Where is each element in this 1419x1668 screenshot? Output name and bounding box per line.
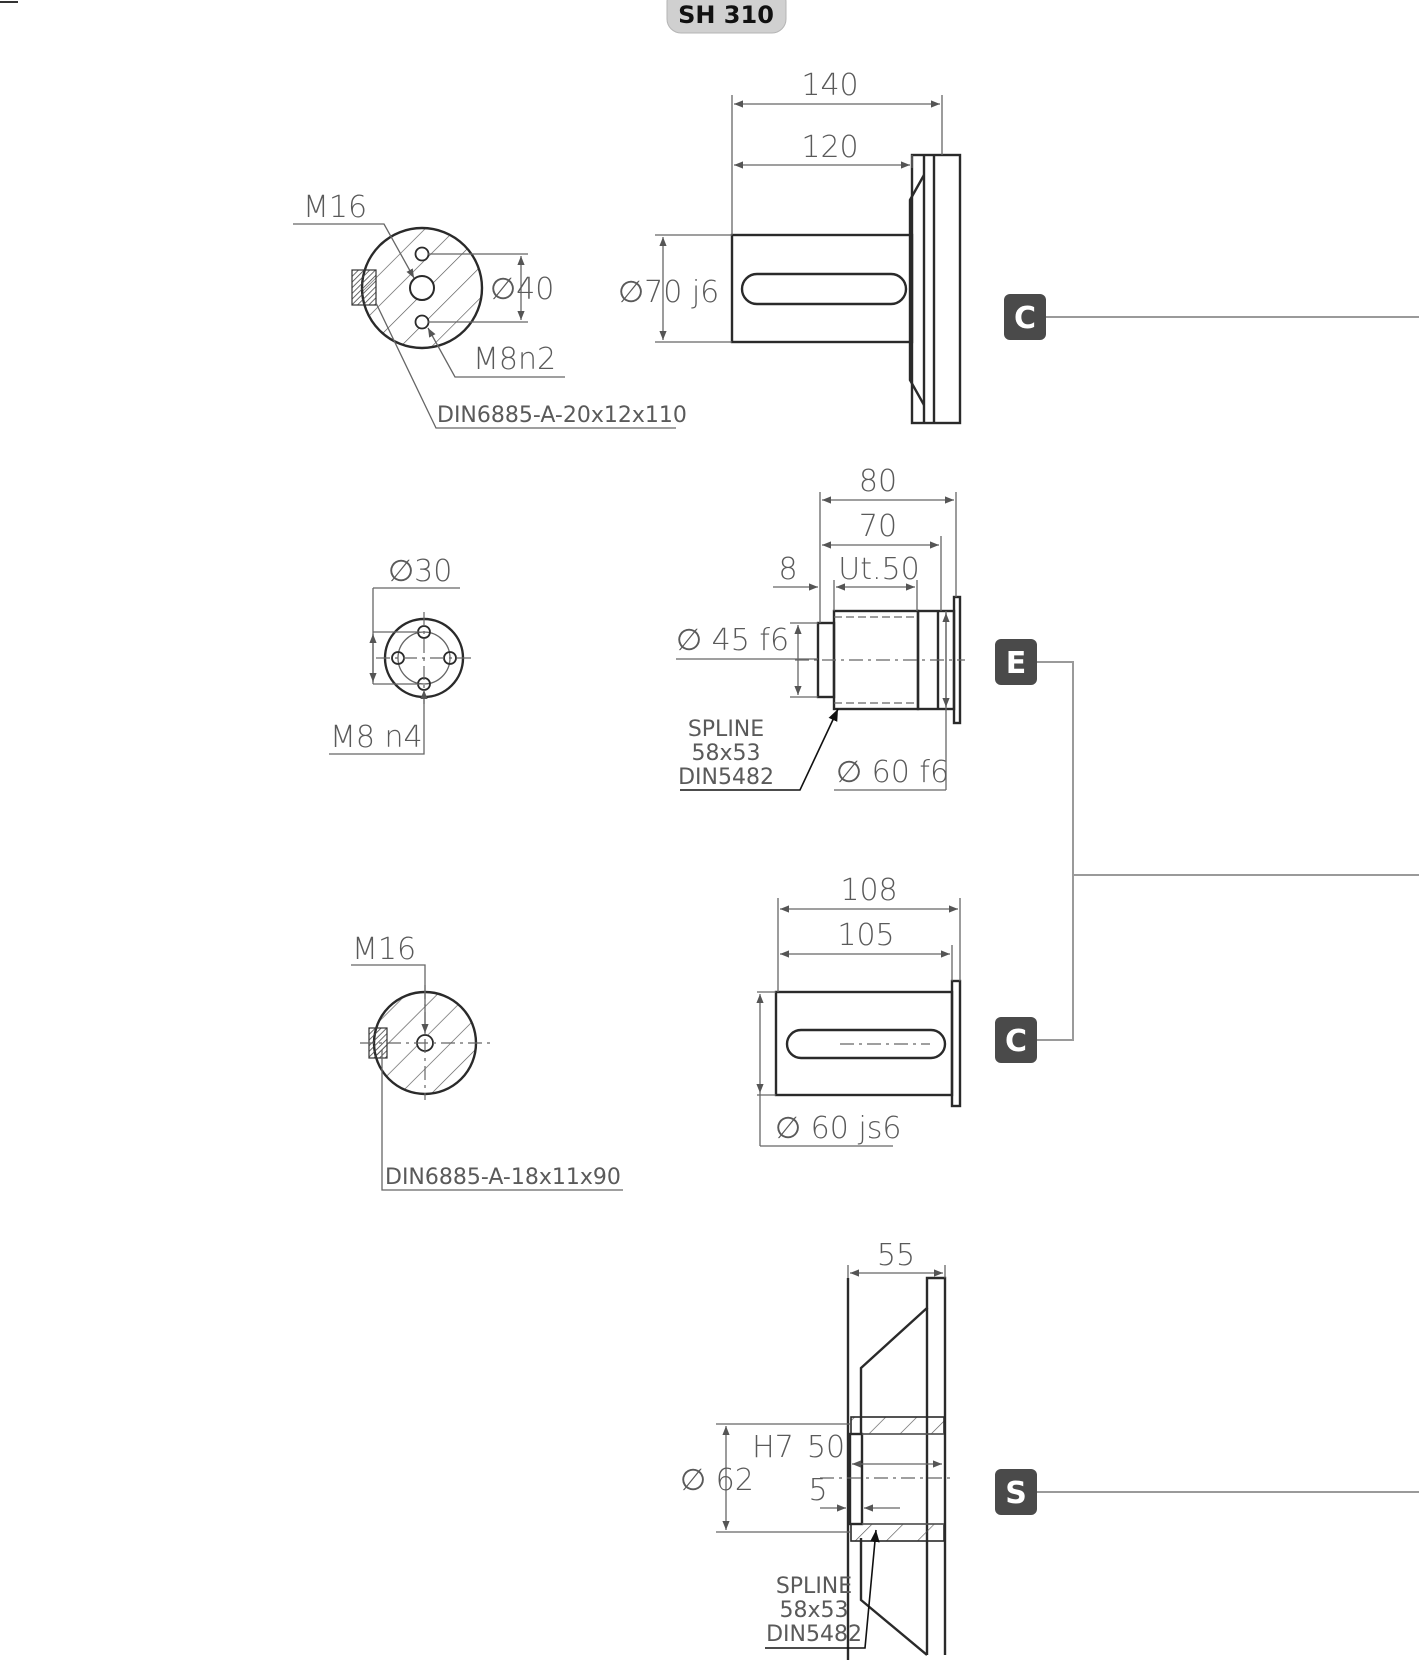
e-spline-line1: SPLINE [688, 717, 764, 742]
shaft-c2-side-view: 108 105 ∅ 60 js6 [756, 873, 962, 1147]
e-dim-8: 8 [778, 552, 797, 587]
shaft-c1-flange [910, 153, 962, 425]
e-dia-45-label: ∅ 45 f6 [676, 623, 789, 658]
c1-holes-label: M8n2 [473, 342, 556, 377]
c2-dim-105: 105 [837, 918, 894, 953]
badge-s-label: S [1005, 1476, 1027, 1511]
c2-dia-label: ∅ 60 js6 [775, 1111, 901, 1146]
s-spline-line2: 58x53 [779, 1598, 848, 1623]
e-spline-line2: 58x53 [691, 741, 760, 766]
s-bore-wall-top [850, 1416, 945, 1435]
e-dim-80: 80 [859, 464, 897, 499]
shaft-c1-body [730, 233, 914, 344]
c2-thread-label: M16 [352, 932, 416, 967]
s-dia-label: ∅ 62 [680, 1463, 754, 1498]
s-dim-50: 50 [807, 1430, 845, 1465]
badge-c-middle[interactable]: C [995, 1017, 1037, 1063]
shaft-e-side-view: 80 70 8 Ut.50 ∅ 45 f6 ∅ 60 f6 SPLINE 58x… [676, 464, 965, 791]
shaft-c1-end-view: M16 ∅40 M8n2 DIN6885-A-20x12x110 [293, 190, 687, 429]
s-bore-recess [848, 1432, 864, 1526]
badge-c-middle-label: C [1005, 1024, 1027, 1059]
badge-s[interactable]: S [995, 1469, 1037, 1515]
c1-key-label: DIN6885-A-20x12x110 [437, 403, 687, 428]
thread-hole-bottom [414, 314, 430, 330]
shaft-e-end-view: ∅30 M8 n4 [329, 554, 472, 755]
badge-e[interactable]: E [995, 639, 1037, 685]
e-spline-line3: DIN5482 [678, 765, 774, 790]
s-spline-line1: SPLINE [776, 1574, 852, 1599]
c2-dim-108: 108 [840, 873, 897, 908]
c1-dia-label: ∅70 j6 [618, 275, 719, 310]
e-ut-label: Ut.50 [838, 552, 919, 587]
title-text: SH 310 [678, 1, 774, 29]
e-holes-label: M8 n4 [330, 720, 423, 755]
title-tab: SH 310 [666, 0, 787, 34]
badge-e-label: E [1006, 646, 1027, 681]
shaft-c2-flange [950, 979, 962, 1108]
s-tolerance-label: H7 [752, 1430, 794, 1465]
badge-c-top-label: C [1014, 301, 1036, 336]
c1-thread-label: M16 [303, 190, 367, 225]
c1-dim-140: 140 [801, 68, 858, 103]
center-hole [409, 275, 435, 301]
c1-hole-dia-label: ∅40 [490, 272, 554, 307]
c2-key-label: DIN6885-A-18x11x90 [385, 1165, 621, 1190]
badge-c-top[interactable]: C [1004, 294, 1046, 340]
s-bore-wall-bottom [850, 1523, 945, 1542]
s-dim-5: 5 [808, 1473, 827, 1508]
e-dia-60-label: ∅ 60 f6 [836, 755, 949, 790]
key-section [351, 269, 377, 306]
thread-hole-top [414, 246, 430, 262]
shaft-c1-side-view: 140 120 ∅70 j6 [618, 68, 962, 425]
s-dim-55: 55 [877, 1238, 915, 1273]
e-hole-dia-label: ∅30 [388, 554, 452, 589]
shaft-c2-keyway [785, 1028, 947, 1060]
shaft-c2-end-view: M16 DIN6885-A-18x11x90 [351, 932, 623, 1191]
shaft-c1-keyway [740, 272, 908, 306]
connector-lines [1036, 316, 1419, 1493]
connector-bracket [1036, 661, 1074, 1041]
s-spline-line3: DIN5482 [766, 1622, 862, 1647]
e-dim-70: 70 [859, 509, 897, 544]
c1-dim-120: 120 [801, 130, 858, 165]
shaft-s-side-view: 55 H7 50 5 ∅ 62 SPLINE 58x53 DIN5482 [680, 1238, 955, 1660]
